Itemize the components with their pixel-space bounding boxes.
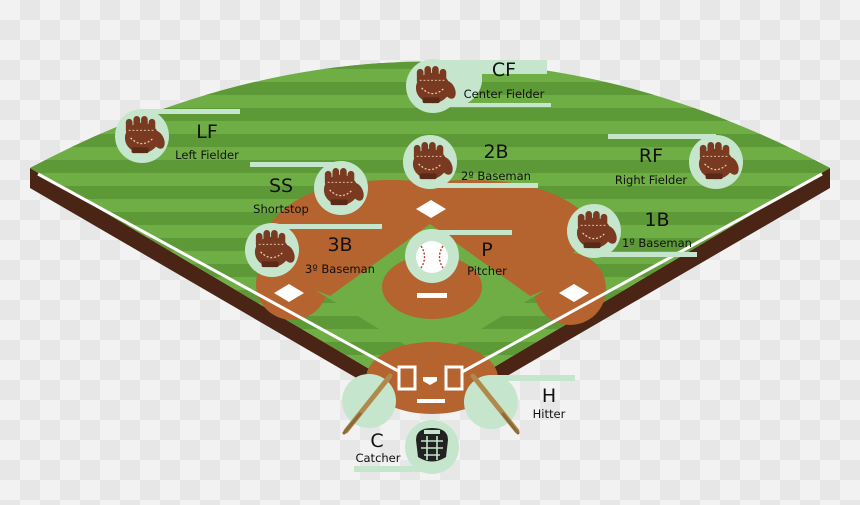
third-baseman: 3B 3º Baseman xyxy=(245,223,382,277)
second-baseman: 2B 2º Baseman xyxy=(403,135,538,189)
second-baseman-name: 2º Baseman xyxy=(461,169,531,183)
third-base xyxy=(274,284,304,302)
first-base xyxy=(559,284,589,302)
catcher: C Catcher xyxy=(354,420,459,474)
first-baseman-name: 1º Baseman xyxy=(622,236,692,250)
left-batters-box xyxy=(397,365,417,391)
hitter: H Hitter xyxy=(464,373,575,435)
first-baseman-abbr: 1B xyxy=(644,209,669,231)
bat-icon xyxy=(470,373,520,435)
left-foul-line xyxy=(37,172,401,374)
right-fielder-abbr: RF xyxy=(639,145,663,167)
shortstop-name: Shortstop xyxy=(253,202,309,216)
shortstop-abbr: SS xyxy=(269,175,293,197)
center-fielder-name: Center Fielder xyxy=(464,87,545,101)
left-fielder-name: Left Fielder xyxy=(175,148,239,162)
right-fielder-name: Right Fielder xyxy=(615,173,688,187)
shortstop: SS Shortstop xyxy=(250,161,368,216)
catcher-name: Catcher xyxy=(355,451,400,465)
catcher-mask-icon xyxy=(416,428,448,462)
pitcher-name: Pitcher xyxy=(467,264,507,278)
right-fielder: RF Right Fielder xyxy=(608,134,743,189)
pitchers-mound xyxy=(382,255,482,319)
pitchers-rubber xyxy=(417,293,447,298)
left-batter-box-badge xyxy=(342,373,396,435)
right-batters-box xyxy=(444,365,464,391)
pitcher-abbr: P xyxy=(481,239,492,261)
center-fielder-abbr: CF xyxy=(492,59,516,81)
baseball-icon xyxy=(416,241,448,273)
third-baseman-abbr: 3B xyxy=(327,234,352,256)
hitter-name: Hitter xyxy=(533,407,566,421)
center-fielder: CF Center Fielder xyxy=(406,59,551,113)
bat-icon xyxy=(342,373,393,435)
catchers-box-line xyxy=(417,399,445,403)
third-baseman-name: 3º Baseman xyxy=(305,262,375,276)
catcher-abbr: C xyxy=(370,430,383,452)
left-fielder-abbr: LF xyxy=(196,121,218,143)
first-baseman: 1B 1º Baseman xyxy=(567,204,697,258)
second-base xyxy=(416,200,446,218)
grass-stripe xyxy=(0,30,860,43)
hitter-abbr: H xyxy=(542,385,556,407)
home-plate xyxy=(423,377,437,385)
left-fielder: LF Left Fielder xyxy=(115,109,240,163)
right-foul-line xyxy=(461,172,823,374)
second-baseman-abbr: 2B xyxy=(483,141,508,163)
pitcher: P Pitcher xyxy=(405,229,512,283)
